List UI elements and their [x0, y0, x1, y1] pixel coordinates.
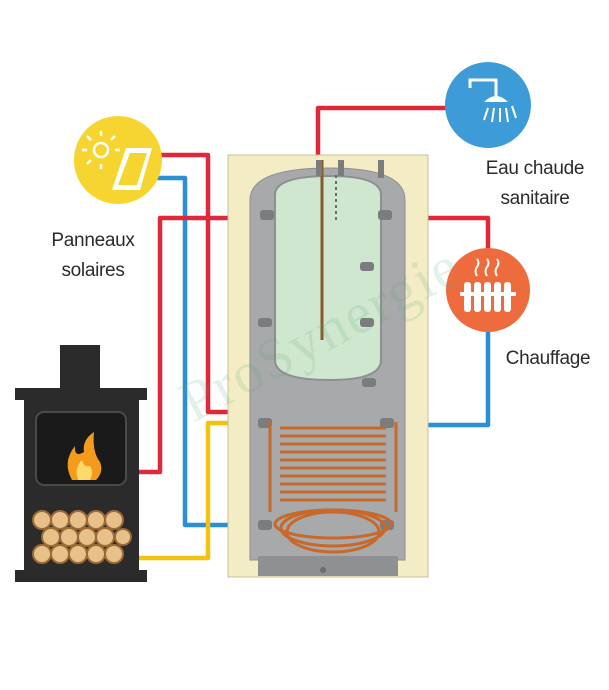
heat-exchanger-coil	[268, 422, 398, 554]
inner-tank	[274, 174, 382, 382]
solar-label-line1: Panneaux	[51, 230, 135, 251]
buffer-tank	[227, 154, 429, 578]
firewood-logs	[32, 510, 132, 564]
radiator-icon	[446, 248, 530, 332]
stove-hot-pipe	[138, 215, 262, 475]
solar-panel-icon	[74, 116, 162, 204]
solar-cold-pipe	[150, 175, 262, 528]
hot-water-label-line1: Eau chaude	[485, 158, 585, 179]
tank-base	[258, 556, 398, 576]
solar-panels-label: Panneaux solaires	[28, 226, 158, 286]
shower-icon	[445, 62, 531, 148]
heating-label: Chauffage	[505, 348, 591, 369]
ecs-hot-pipe	[315, 105, 449, 170]
wood-stove-icon	[15, 345, 147, 582]
hot-water-label-line2: sanitaire	[500, 188, 570, 209]
hot-water-label: Eau chaude sanitaire	[470, 154, 600, 214]
solar-label-line2: solaires	[61, 260, 125, 281]
